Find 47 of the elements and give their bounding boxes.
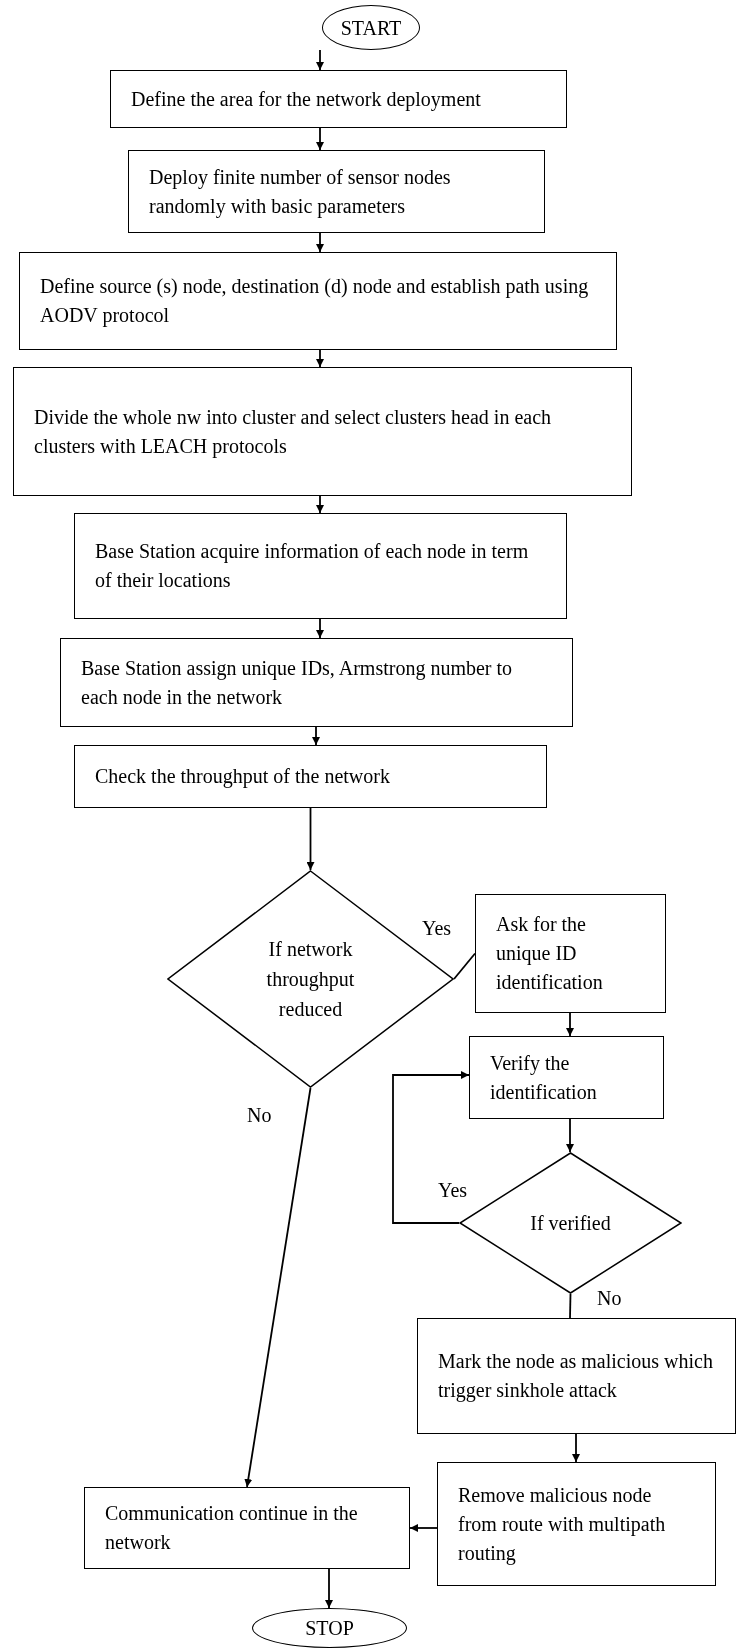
arrow bbox=[566, 1012, 574, 1037]
arrow bbox=[325, 1568, 333, 1609]
step-text: Base Station assign unique IDs, Armstrong number to each node in the network bbox=[81, 655, 514, 710]
process-box bbox=[475, 894, 666, 1013]
edge-label: Yes bbox=[420, 918, 454, 938]
process-box bbox=[84, 1487, 410, 1569]
arrow bbox=[566, 1118, 574, 1153]
arrow bbox=[409, 1524, 438, 1532]
step-text: Mark the node as malicious which trigger sinkhole attack bbox=[438, 1349, 714, 1404]
process-box bbox=[128, 150, 545, 233]
step-text: Communication continue in the network bbox=[105, 1501, 359, 1555]
process-box bbox=[469, 1036, 664, 1119]
step-text: START bbox=[340, 15, 402, 41]
step-text: Remove malicious node from route with multipath routing bbox=[458, 1482, 667, 1567]
process-box bbox=[110, 70, 567, 128]
step-text: Ask for the unique ID identification bbox=[496, 912, 604, 995]
step-text: Divide the whole nw into cluster and select clusters head in each clusters with LEACH protocols bbox=[34, 404, 553, 460]
arrow bbox=[306, 807, 315, 871]
process-box bbox=[437, 1462, 716, 1586]
step-text: Check the throughput of the network bbox=[95, 764, 390, 790]
edge-label: No bbox=[595, 1288, 624, 1308]
edge-label: Yes bbox=[436, 1180, 470, 1200]
arrow bbox=[244, 1087, 312, 1488]
process-box bbox=[74, 513, 567, 619]
arrow bbox=[316, 49, 324, 71]
arrow bbox=[316, 127, 324, 151]
arrow bbox=[572, 1433, 580, 1463]
process-box bbox=[60, 638, 573, 727]
step-text: Define source (s) node, destination (d) node and establish path using AODV protocol bbox=[40, 274, 590, 329]
step-text: Verify the identification bbox=[490, 1050, 598, 1105]
step-text: Define the area for the network deployment bbox=[131, 86, 481, 113]
process-box bbox=[417, 1318, 736, 1434]
arrow bbox=[316, 349, 324, 368]
arrow bbox=[316, 232, 324, 253]
step-text: STOP bbox=[305, 1616, 354, 1641]
process-box bbox=[19, 252, 617, 350]
arrow bbox=[392, 1071, 470, 1224]
arrow bbox=[316, 495, 324, 514]
edge-label: No bbox=[245, 1105, 274, 1125]
arrow bbox=[312, 726, 320, 746]
process-box bbox=[13, 367, 632, 496]
step-text: Base Station acquire information of each node in term of their locations bbox=[95, 539, 530, 593]
arrow bbox=[316, 618, 324, 639]
process-box bbox=[74, 745, 547, 808]
step-text: If verified bbox=[530, 1212, 611, 1234]
step-text: Deploy finite number of sensor nodes randomly with basic parameters bbox=[149, 164, 452, 220]
step-text: If network throughput reduced bbox=[266, 938, 355, 1020]
